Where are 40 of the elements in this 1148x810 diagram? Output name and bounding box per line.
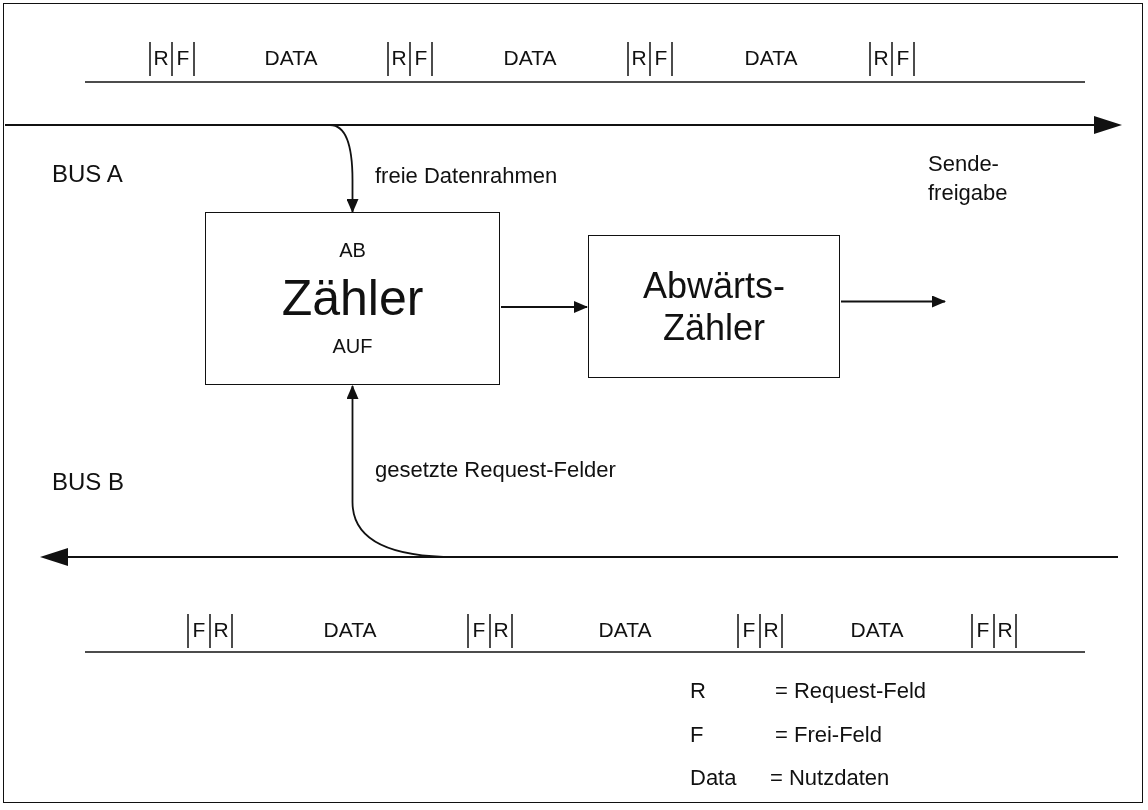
legend-text: F xyxy=(690,722,704,748)
legend-text: = Request-Feld xyxy=(775,678,927,704)
frame-field-label: R xyxy=(153,46,169,70)
legend-text: R xyxy=(690,678,706,704)
frame-field-label: R xyxy=(391,46,407,70)
frame-field-label: F xyxy=(192,618,206,642)
frame-field-label: DATA xyxy=(323,618,377,642)
legend-text: Data xyxy=(690,765,737,791)
frame-field-label: R xyxy=(213,618,229,642)
frame-field-label: F xyxy=(896,46,910,70)
frame-field-label: DATA xyxy=(503,46,557,70)
node-text: Abwärts- Zähler xyxy=(642,265,786,348)
arrow xyxy=(840,295,946,308)
frame-field-label: DATA xyxy=(744,46,798,70)
node-text: AUF xyxy=(332,335,373,359)
node-text: AB xyxy=(339,238,366,262)
counter-box xyxy=(205,212,500,385)
frame-field-label: DATA xyxy=(850,618,904,642)
down-counter-box xyxy=(588,235,840,378)
frame-field-label: F xyxy=(176,46,190,70)
frame-field-label: R xyxy=(997,618,1013,642)
bus-label: BUS A xyxy=(52,160,123,188)
node-text: Zähler xyxy=(281,269,424,328)
frame-field-label: R xyxy=(631,46,647,70)
frame-field-label: DATA xyxy=(264,46,318,70)
legend-text: = Frei-Feld xyxy=(775,722,882,748)
frame-field-label: DATA xyxy=(598,618,652,642)
frame-field-label: F xyxy=(414,46,428,70)
arrow xyxy=(500,301,588,313)
frame-field-label: F xyxy=(472,618,486,642)
frame-field-label: F xyxy=(742,618,756,642)
frame-field-label: R xyxy=(763,618,779,642)
frame-field-label: R xyxy=(873,46,889,70)
frame-field-label: F xyxy=(976,618,990,642)
bus-line-arrow xyxy=(40,547,1118,567)
frame-field-label: R xyxy=(493,618,509,642)
bus-label: BUS B xyxy=(52,468,125,496)
bus-line-arrow xyxy=(5,115,1122,135)
frame-field-label: F xyxy=(654,46,668,70)
legend-text: = Nutzdaten xyxy=(770,765,890,791)
